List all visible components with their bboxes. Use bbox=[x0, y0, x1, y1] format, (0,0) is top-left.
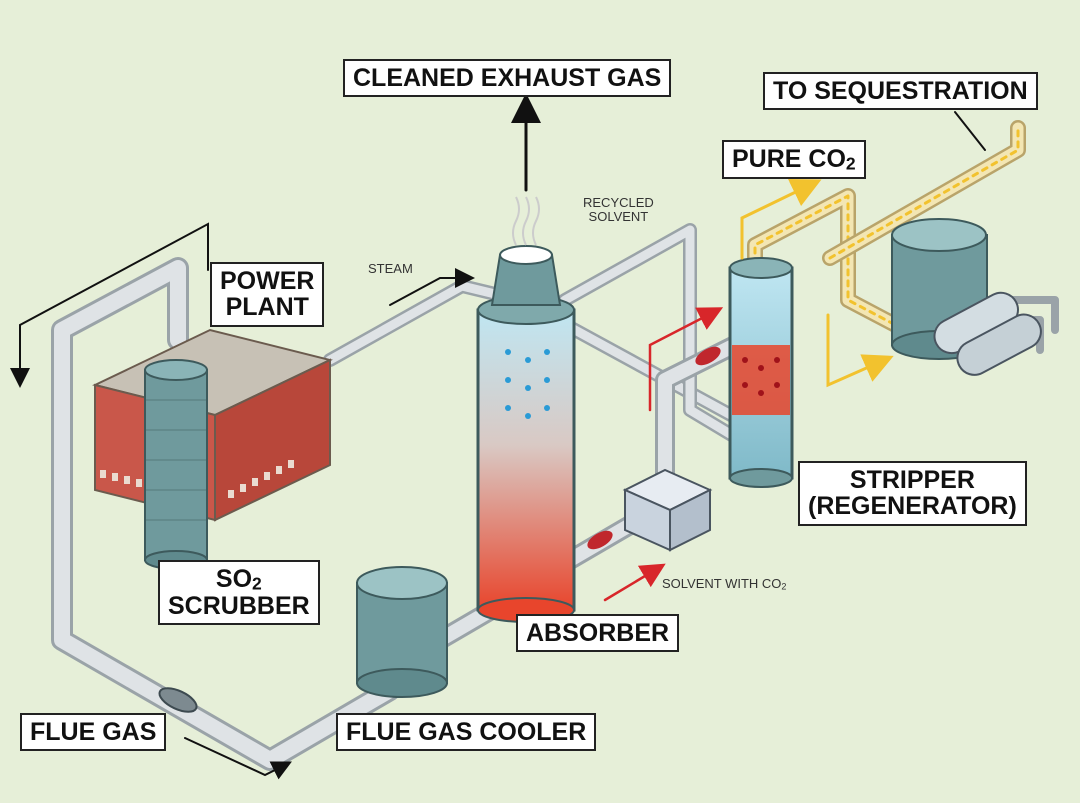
pure-co2-label: PURE CO2 bbox=[722, 140, 866, 179]
stripper-vessel bbox=[728, 257, 794, 488]
power-plant-arrow bbox=[10, 222, 209, 388]
flue-gas-cooler-vessel bbox=[356, 566, 448, 698]
solvent-flow-indicator bbox=[587, 530, 613, 550]
solvent-with-co2-label: SOLVENT WITH CO2 bbox=[662, 576, 787, 592]
stripper-label: STRIPPER (REGENERATOR) bbox=[798, 461, 1027, 526]
to-sequestration-label: TO SEQUESTRATION bbox=[763, 72, 1038, 111]
pump-box bbox=[622, 468, 713, 552]
sequestration-leader bbox=[954, 111, 986, 151]
rich-solvent-arrow bbox=[648, 307, 724, 412]
solvent-with-co2-arrow bbox=[603, 563, 666, 602]
so2-line2: SCRUBBER bbox=[168, 592, 310, 620]
absorber-label: ABSORBER bbox=[516, 614, 680, 653]
power-plant-label: POWER PLANT bbox=[210, 262, 325, 327]
pure-co2-arrow bbox=[740, 179, 822, 260]
flue-gas-arrow bbox=[184, 737, 292, 780]
co2-to-storage-arrow bbox=[826, 313, 894, 388]
pure-co2-subscript: 2 bbox=[845, 153, 856, 174]
so2-scrubber-label: SO2 SCRUBBER bbox=[158, 560, 320, 626]
pipe-network bbox=[51, 120, 1059, 771]
power-plant-line2: PLANT bbox=[225, 293, 309, 322]
so2-line1: SO2 bbox=[215, 565, 262, 594]
recycled-solvent-line1: RECYCLED bbox=[583, 195, 654, 210]
steam-arrow bbox=[389, 268, 475, 306]
power-plant-line1: POWER bbox=[220, 267, 315, 295]
stripper-line2: (REGENERATOR) bbox=[808, 492, 1017, 521]
absorber-vessel bbox=[476, 196, 576, 623]
compression-unit bbox=[891, 218, 1042, 376]
flue-gas-cooler-label: FLUE GAS COOLER bbox=[336, 713, 597, 752]
so2-scrubber-vessel bbox=[144, 359, 208, 570]
power-plant-building bbox=[92, 328, 333, 522]
cleaned-exhaust-gas-label: CLEANED EXHAUST GAS bbox=[343, 59, 672, 98]
flue-gas-inlet bbox=[158, 687, 198, 713]
rich-solvent-indicator bbox=[695, 346, 721, 366]
flow-arrows bbox=[10, 93, 986, 780]
steam-label: STEAM bbox=[368, 261, 413, 276]
pure-co2-text: PURE CO bbox=[732, 145, 846, 173]
recycled-solvent-label: RECYCLED SOLVENT bbox=[583, 196, 654, 223]
flue-gas-label: FLUE GAS bbox=[20, 713, 167, 752]
recycled-solvent-line2: SOLVENT bbox=[588, 208, 649, 224]
stripper-line1: STRIPPER bbox=[849, 466, 975, 494]
